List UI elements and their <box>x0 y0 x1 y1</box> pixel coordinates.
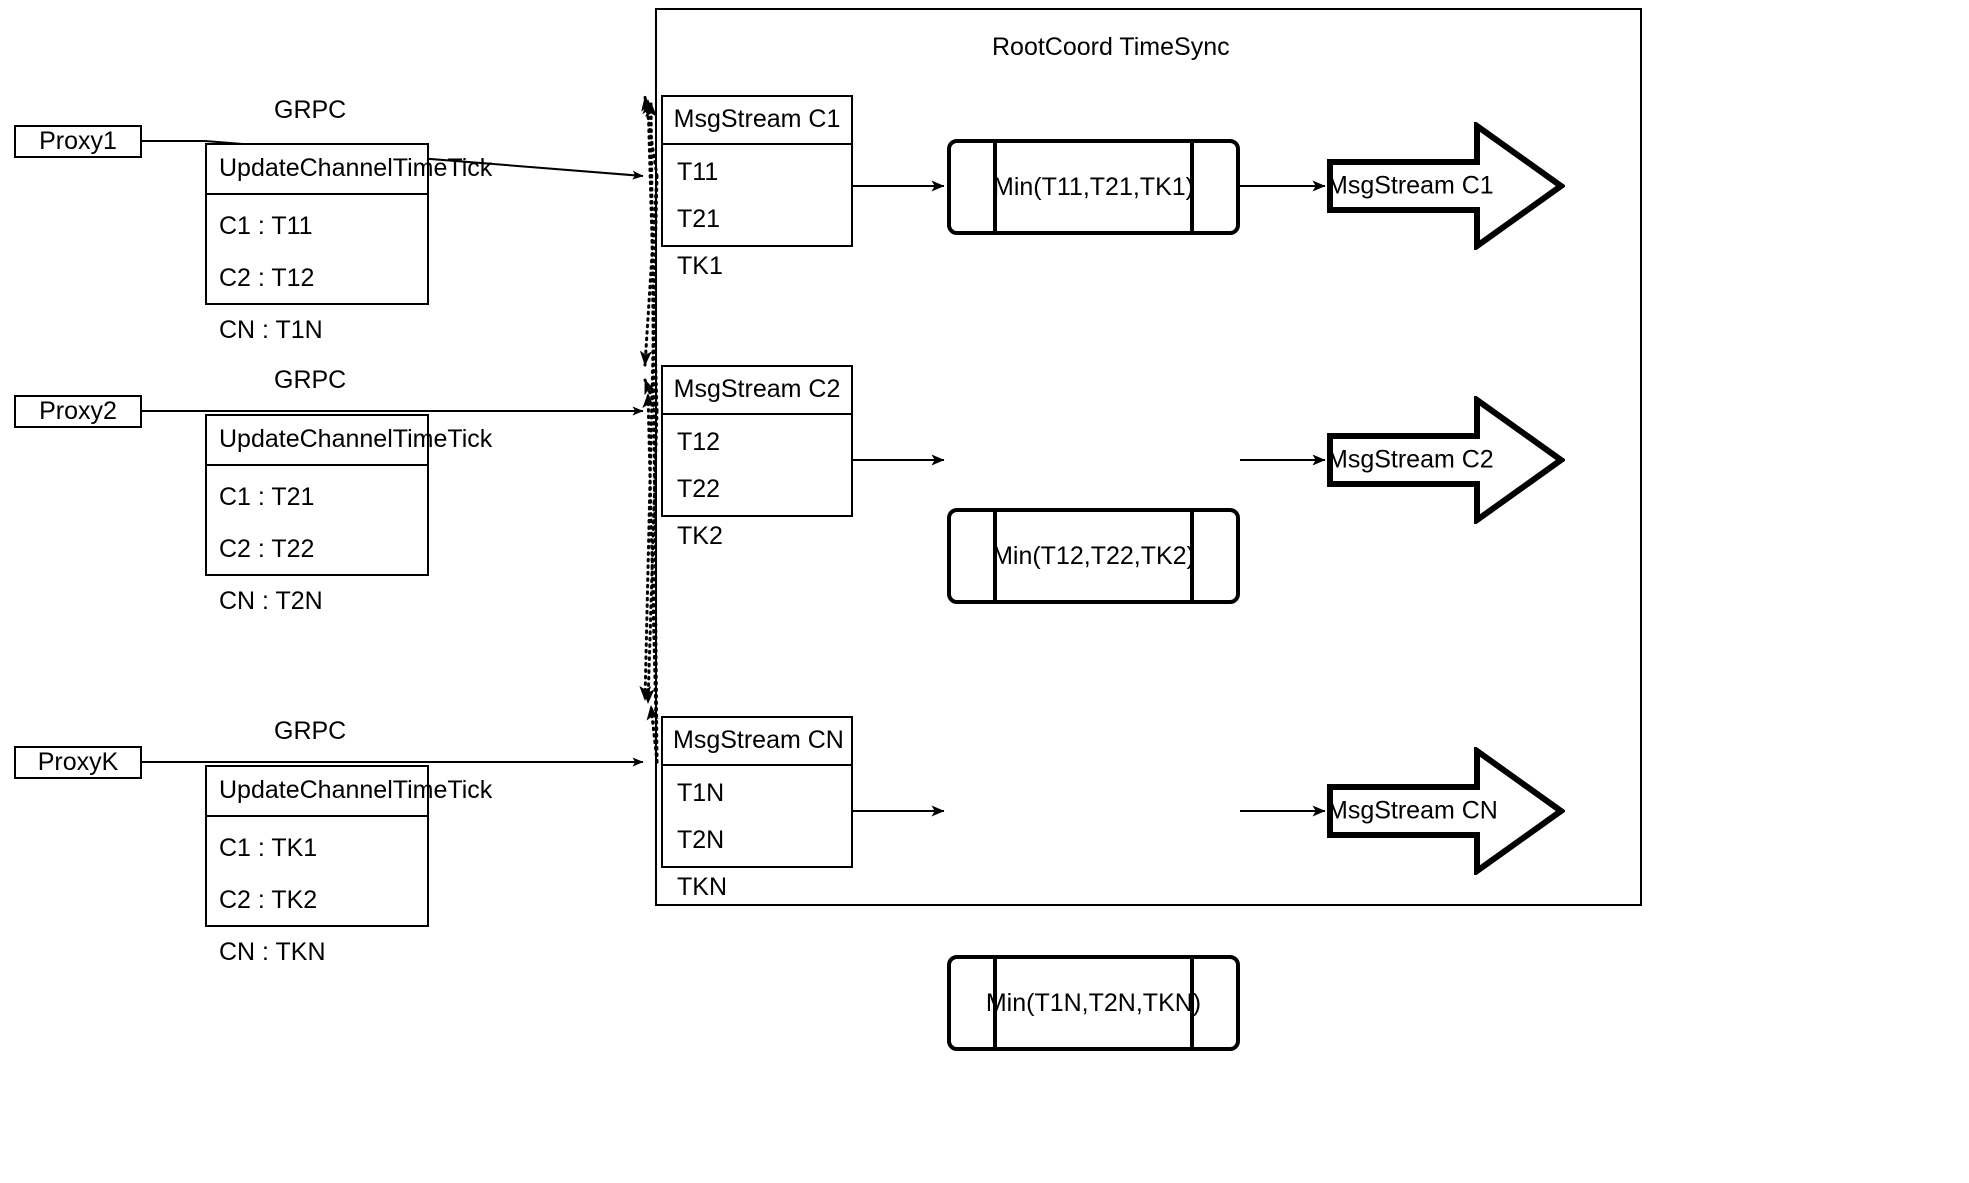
grpc-label-1: GRPC <box>274 366 347 394</box>
msgstream-row: T12 <box>677 428 721 456</box>
min-divider-right <box>1190 958 1194 1048</box>
block-arrow-shape <box>1327 120 1567 252</box>
min-label-1: Min(T12,T22,TK2) <box>992 541 1195 570</box>
update-channel-timetick-2: UpdateChannelTimeTick C1 : TK1 C2 : TK2 … <box>205 765 492 966</box>
proxy-box-2[interactable]: ProxyK <box>14 746 142 779</box>
uct-title-1: UpdateChannelTimeTick <box>207 416 492 466</box>
uct-row: C2 : T12 <box>219 264 315 292</box>
min-divider-right <box>1190 511 1194 601</box>
uct-title-2: UpdateChannelTimeTick <box>207 767 492 817</box>
uct-body-2: C1 : TK1 C2 : TK2 CN : TKN <box>207 817 427 989</box>
rootcoord-timesync-title: RootCoord TimeSync <box>992 33 1230 61</box>
msgstream-table-0: MsgStream C1 T11 T21 TK1 <box>661 95 853 280</box>
uct-row: CN : T1N <box>219 316 323 344</box>
grpc-label-2: GRPC <box>274 717 347 745</box>
msgstream-title-2: MsgStream CN <box>663 718 851 766</box>
msgstream-row: TKN <box>677 873 727 901</box>
uct-row: C2 : T22 <box>219 535 315 563</box>
min-label-2: Min(T1N,T2N,TKN) <box>985 988 1202 1017</box>
min-label-0: Min(T11,T21,TK1) <box>993 172 1194 201</box>
uct-row: C2 : TK2 <box>219 886 318 914</box>
output-arrow-label-2: MsgStream CN <box>1327 796 1498 825</box>
msgstream-body-1: T12 T22 TK2 <box>663 415 851 566</box>
update-channel-timetick-1: UpdateChannelTimeTick C1 : T21 C2 : T22 … <box>205 414 492 615</box>
uct-body-0: C1 : T11 C2 : T12 CN : T1N <box>207 195 427 367</box>
uct-title-0: UpdateChannelTimeTick <box>207 145 492 195</box>
grpc-label-0: GRPC <box>274 96 347 124</box>
msgstream-row: TK1 <box>677 252 723 280</box>
uct-row: CN : TKN <box>219 938 326 966</box>
update-channel-timetick-0: UpdateChannelTimeTick C1 : T11 C2 : T12 … <box>205 143 492 344</box>
uct-row: C1 : T11 <box>219 212 313 240</box>
block-arrow-shape <box>1327 394 1567 526</box>
msgstream-body-0: T11 T21 TK1 <box>663 145 851 296</box>
output-arrow-2: MsgStream CN <box>1327 745 1567 877</box>
proxy-box-1[interactable]: Proxy2 <box>14 395 142 428</box>
output-arrow-1: MsgStream C2 <box>1327 394 1567 526</box>
msgstream-row: T22 <box>677 475 721 503</box>
min-divider-right <box>1190 142 1194 232</box>
uct-row: CN : T2N <box>219 587 323 615</box>
msgstream-row: T21 <box>677 205 721 233</box>
msgstream-body-2: T1N T2N TKN <box>663 766 851 917</box>
msgstream-title-0: MsgStream C1 <box>663 97 851 145</box>
msgstream-table-2: MsgStream CN T1N T2N TKN <box>661 716 853 901</box>
min-box-1: Min(T12,T22,TK2) <box>947 508 1240 604</box>
min-divider-left <box>993 142 997 232</box>
output-arrow-label-0: MsgStream C1 <box>1327 171 1494 200</box>
msgstream-row: TK2 <box>677 522 723 550</box>
msgstream-title-1: MsgStream C2 <box>663 367 851 415</box>
uct-row: C1 : TK1 <box>219 834 318 862</box>
msgstream-row: T1N <box>677 779 725 807</box>
proxy-box-0[interactable]: Proxy1 <box>14 125 142 158</box>
msgstream-table-1: MsgStream C2 T12 T22 TK2 <box>661 365 853 550</box>
min-box-0: Min(T11,T21,TK1) <box>947 139 1240 235</box>
min-divider-left <box>993 958 997 1048</box>
uct-row: C1 : T21 <box>219 483 315 511</box>
msgstream-row: T2N <box>677 826 725 854</box>
output-arrow-label-1: MsgStream C2 <box>1327 445 1494 474</box>
uct-body-1: C1 : T21 C2 : T22 CN : T2N <box>207 466 427 638</box>
msgstream-row: T11 <box>677 158 719 186</box>
min-divider-left <box>993 511 997 601</box>
block-arrow-shape <box>1327 745 1567 877</box>
min-box-2: Min(T1N,T2N,TKN) <box>947 955 1240 1051</box>
output-arrow-0: MsgStream C1 <box>1327 120 1567 252</box>
